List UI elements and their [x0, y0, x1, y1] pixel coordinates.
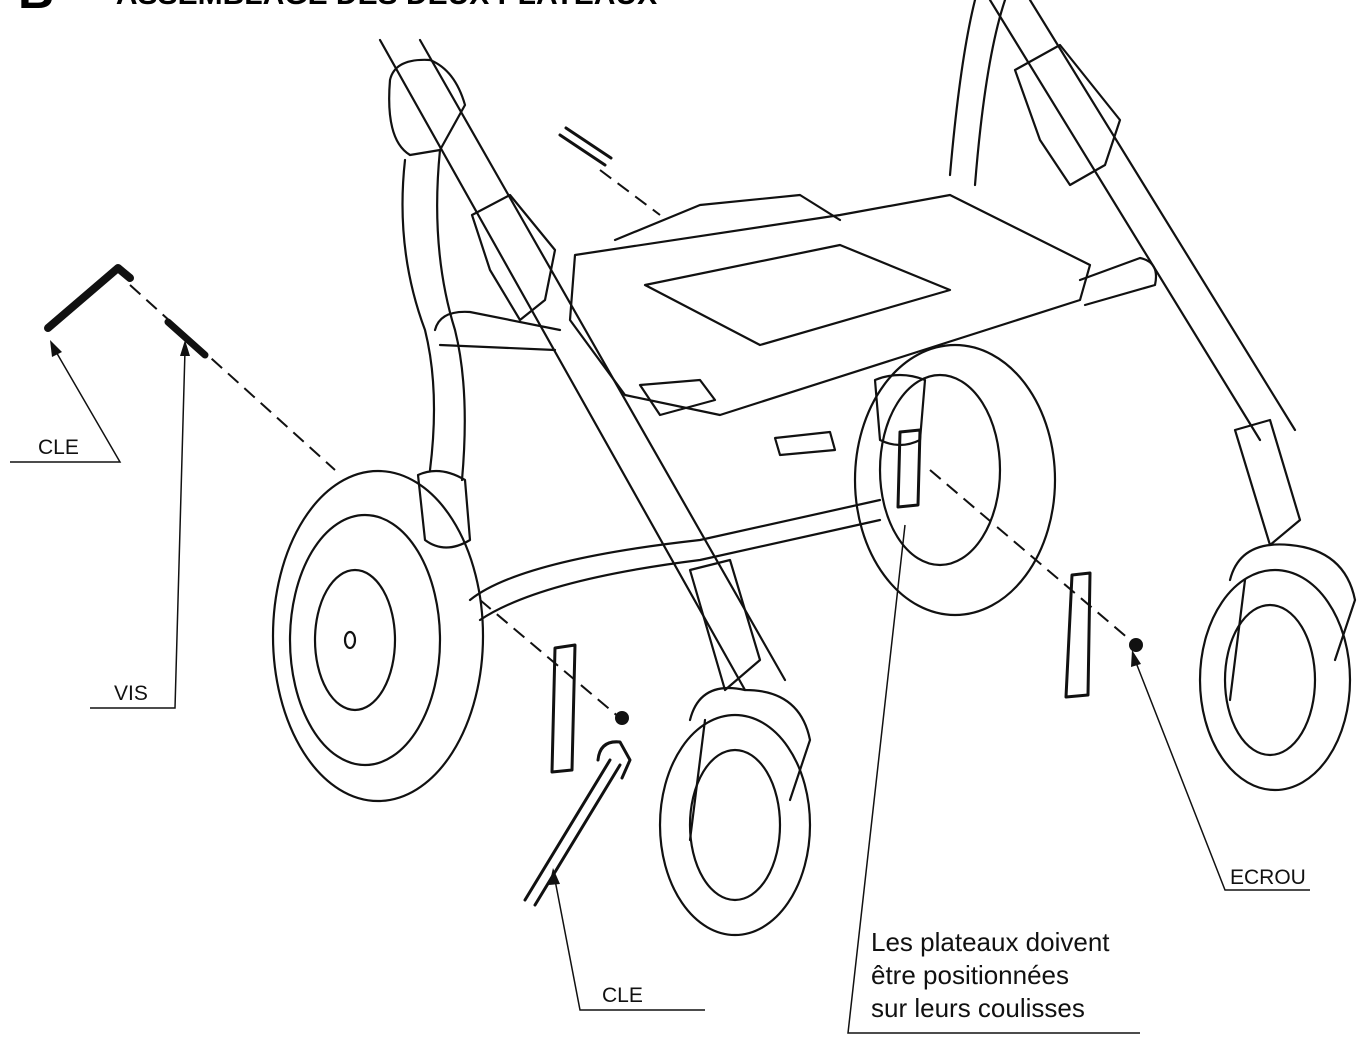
wrench-head: [596, 740, 632, 780]
right-rear-wheel-rim: [878, 373, 1002, 567]
left-spring: [416, 469, 472, 549]
left-armrest-bar: [433, 310, 562, 352]
note-text: Les plateaux doivent être positionnées s…: [871, 926, 1110, 1025]
open-end-wrench: [523, 758, 622, 907]
leader-note: [847, 524, 1140, 1034]
left-front-fork: [688, 686, 812, 842]
label-ecrou: ECROU: [1230, 866, 1306, 889]
leader-ecrou: [1134, 659, 1310, 891]
diagram-title: – ASSEMBLAGE DES DEUX PLATEAUX: [92, 0, 657, 11]
right-front-fork: [1228, 543, 1357, 702]
note-line-1: Les plateaux doivent: [871, 927, 1110, 957]
top-screw: [558, 126, 613, 167]
right-rear-tube: [948, 0, 1007, 187]
left-front-wheel-rim: [688, 748, 782, 902]
leader-cle-bottom: [554, 879, 705, 1011]
allen-key: [44, 264, 134, 332]
arrowhead-ecrou: [1131, 650, 1141, 667]
right-handle-clamp: [1013, 43, 1122, 187]
note-line-3: sur leurs coulisses: [871, 993, 1085, 1023]
right-slide-plate: [1064, 571, 1092, 699]
left-rear-tube: [401, 148, 466, 482]
arrowhead-vis: [180, 340, 190, 356]
left-handle-bracket: [388, 58, 467, 157]
left-rear-wheel-rim: [288, 513, 442, 767]
left-rear-wheel-hub: [313, 568, 397, 712]
right-rear-wheel: [853, 343, 1057, 617]
right-armrest-bar: [1078, 256, 1158, 307]
rear-slide-plate: [896, 428, 922, 509]
left-seat-clamp: [470, 193, 557, 322]
left-nut: [615, 711, 629, 725]
seat-platform: [568, 193, 1092, 417]
brake-pedal: [773, 430, 837, 457]
left-front-wheel: [658, 713, 812, 937]
vis-screw: [164, 318, 209, 359]
right-front-wheel: [1198, 568, 1352, 792]
left-slide-plate: [550, 643, 577, 774]
left-axle: [343, 630, 357, 650]
left-rear-wheel: [271, 469, 485, 803]
leader-vis: [90, 349, 186, 709]
arrowhead-cle-left: [50, 340, 62, 357]
dash-allen-key: [129, 284, 336, 471]
right-front-tube: [988, 0, 1297, 442]
right-front-fork-sleeve: [1233, 418, 1302, 547]
label-cle-bottom: CLE: [602, 984, 643, 1007]
lower-cross-bar: [468, 498, 882, 622]
left-front-fork-sleeve: [688, 558, 762, 692]
step-letter: B: [18, 0, 54, 19]
dash-right-nut: [929, 469, 1137, 646]
note-line-2: être positionnées: [871, 960, 1070, 990]
leader-cle-left: [10, 349, 122, 463]
label-cle-left: CLE: [38, 436, 79, 459]
label-vis: VIS: [114, 682, 148, 705]
arrowhead-cle-bottom: [549, 868, 560, 885]
dash-top-screw: [599, 169, 661, 216]
footrest-block: [638, 378, 717, 417]
dash-left-nut: [479, 599, 621, 719]
right-front-wheel-rim: [1223, 603, 1317, 757]
platform-slot: [643, 243, 952, 347]
platform-latch: [613, 193, 842, 242]
